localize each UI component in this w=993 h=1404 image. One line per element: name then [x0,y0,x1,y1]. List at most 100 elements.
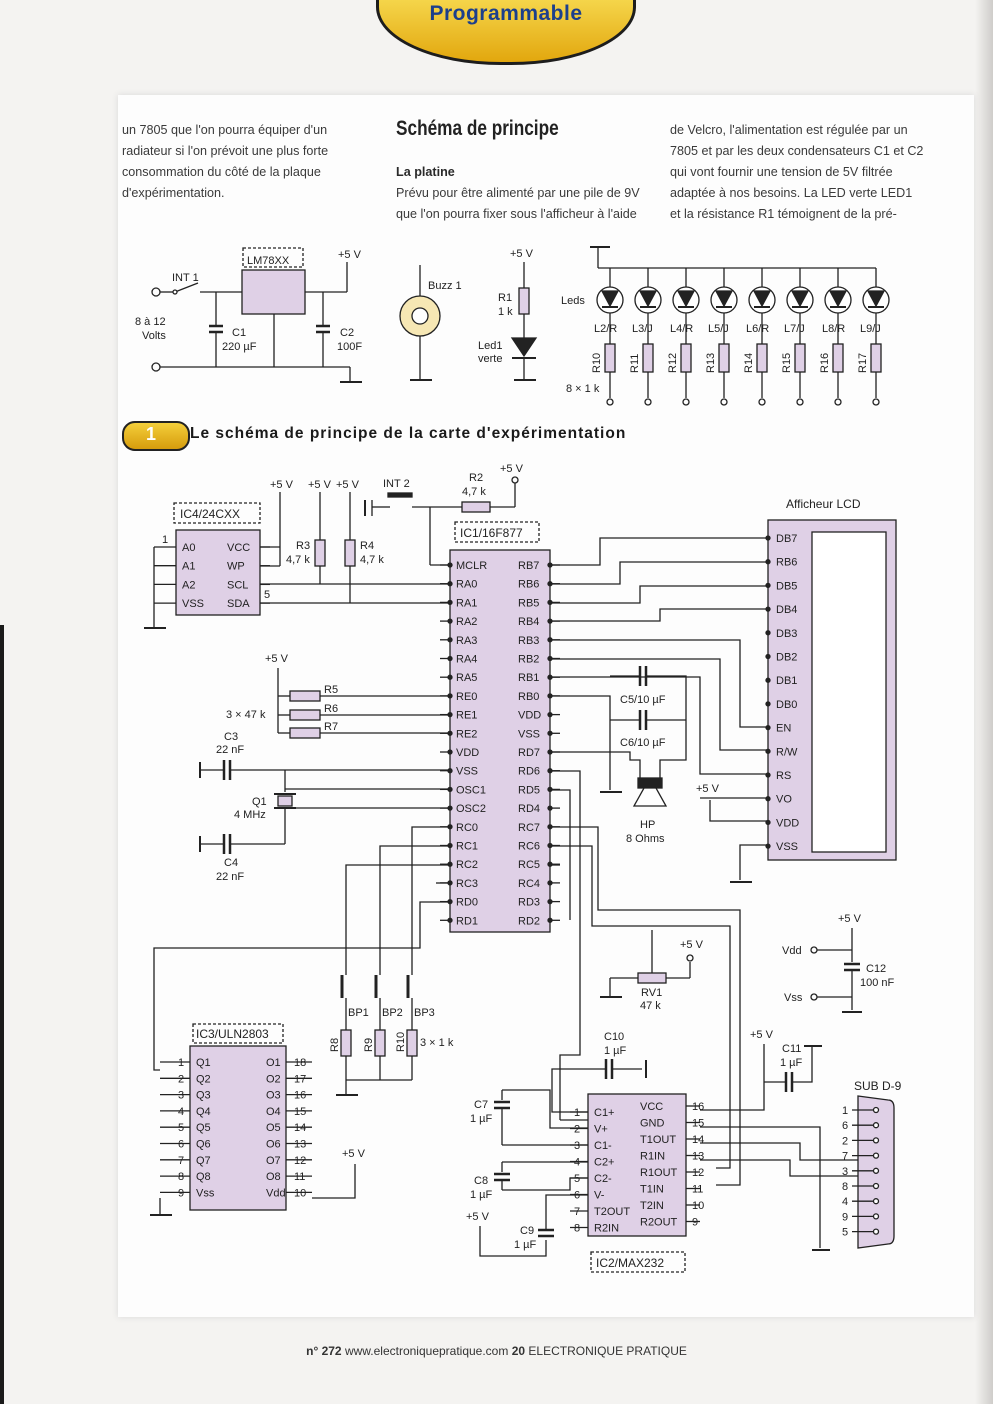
lcd-pin-11: VO [776,794,792,806]
buttons [345,826,450,965]
ic4-pin-vcc: VCC [227,542,250,554]
v5-c: +5 V [336,479,360,491]
led-name-6: L6/R [746,323,769,335]
r3-value: 4,7 k [286,554,310,566]
ic1-left-rd0: RD0 [456,897,478,909]
figure-number-badge: 1 [122,421,190,451]
r4-value: 4,7 k [360,554,384,566]
ic1-right-rd4: RD4 [518,803,540,815]
ic2-lpin-2: 2 [574,1124,580,1136]
c4-label: C4 [224,857,238,869]
ic3-label: IC3/ULN2803 [196,1027,269,1041]
lcd-pin-8: EN [776,723,791,735]
ic4-pin5: 5 [264,589,270,601]
ic3-left-q8: Q8 [196,1171,211,1183]
button-resistor-2: R9 [363,1038,375,1052]
ic2-left-4: C2- [594,1173,612,1185]
figure-caption: Le schéma de principe de la carte d'expé… [190,425,627,442]
ic1-right-rc6: RC6 [518,841,540,853]
ic3-left-q4: Q4 [196,1106,211,1118]
ic1-left-ra0: RA0 [456,579,477,591]
c3-label: C3 [224,731,238,743]
v5-a: +5 V [270,479,294,491]
c1-label: C1 [232,327,246,339]
ic1-right-rd2: RD2 [518,915,540,927]
ic1-pins: MCLRRA0RA1RA2RA3RA4RA5RE0RE1RE2VDDVSSOSC… [440,560,560,927]
led-name-3: L3/J [632,323,653,335]
ic3-rpin-16: 16 [294,1090,306,1102]
button-resistor-3: R10 [395,1032,407,1052]
c7-label: C7 [474,1099,488,1111]
ic1-pic16f877: IC1/16F877 [449,521,551,933]
hp-value: 8 Ohms [626,833,665,845]
ic4-pin-scl: SCL [227,579,248,591]
ic1-left-ra4: RA4 [456,654,477,666]
led1-label: Led1 [478,340,502,352]
c12-label: C12 [866,963,886,975]
article-column-2: La platine Prévu pour être alimenté par … [396,162,652,225]
ic3-left-vss: Vss [196,1187,215,1199]
v5-ic3: +5 V [342,1148,366,1160]
page-footer: n° 272 www.electroniquepratique.com 20 E… [0,1344,993,1358]
led-array: L2/RR10L3/JR11L4/RR12L5/JR13L6/RR14L7/JR… [591,268,890,406]
ic3-rpin-10: 10 [294,1187,306,1199]
ic3-rpin-14: 14 [294,1122,306,1134]
re-resistors: +5 V R5 R6 R7 3 × 47 k [226,653,450,739]
ic4-label: IC4/24CXX [180,507,240,521]
ic3-lpin-2: 2 [178,1073,184,1085]
vdd-label: Vdd [782,945,802,957]
c2-label: C2 [340,327,354,339]
r4-label: R4 [360,540,374,552]
subd-pin-7: 7 [842,1151,848,1163]
led1-color: verte [478,353,502,365]
led-bar: Leds 8 × 1 k [561,246,876,395]
ic1-label: IC1/16F877 [460,526,523,540]
c2-value: 100F [337,341,362,353]
ic1-left-rd1: RD1 [456,915,478,927]
ic1-right-rb7: RB7 [518,560,539,572]
vss-label: Vss [784,992,803,1004]
oscillator: C3 22 nF Q1 4 MHz C4 22 nF [199,731,450,883]
power-supply: INT 1 8 à 12 Volts LM78XX +5 V C1 220 µF… [135,247,362,383]
v5-b: +5 V [308,479,332,491]
page-gutter-shadow [975,0,993,1404]
article-subheading: La platine [396,165,455,179]
r2-value: 4,7 k [462,486,486,498]
subd-pin-6: 6 [842,1120,848,1132]
led-resistor-10: R10 [591,353,603,373]
led-name-7: L7/J [784,323,805,335]
led-resistor-13: R13 [705,353,717,373]
c9-value: 1 µF [514,1239,537,1251]
buzzer: Buzz 1 [399,265,462,381]
r6-label: R6 [324,703,338,715]
decoupling: +5 V Vdd Vss C12 100 nF [782,913,895,1013]
subd-pin-1: 1 [842,1105,848,1117]
ic4-pin-vss: VSS [182,598,204,610]
button-resistor-1: R8 [329,1038,341,1052]
re-resistor-value: 3 × 47 k [226,709,266,721]
ic3-left-q3: Q3 [196,1090,211,1102]
ic1-right-vdd: VDD [518,710,541,722]
subd-pin-3: 3 [842,1166,848,1178]
c7-value: 1 µF [470,1113,493,1125]
ic2-right-7: R2OUT [640,1217,678,1229]
ic1-left-mclr: MCLR [456,560,487,572]
ic3-right-vdd: Vdd [266,1187,286,1199]
ic4-pin-a1: A1 [182,561,195,573]
subd-pin-5: 5 [842,1227,848,1239]
ic3-wires [153,901,450,1071]
ic1-right-rb4: RB4 [518,616,539,628]
ic1-left-rc3: RC3 [456,878,478,890]
c4-value: 22 nF [216,871,244,883]
v5-re: +5 V [265,653,289,665]
r7-label: R7 [324,721,338,733]
v5-c11: +5 V [750,1029,774,1041]
ic3-lpin-5: 5 [178,1122,184,1134]
ic1-right-rd6: RD6 [518,766,540,778]
ic2-right-4: R1OUT [640,1167,678,1179]
ic3-rpin-13: 13 [294,1139,306,1151]
ic2-left-2: C1- [594,1140,612,1152]
led-resistor-15: R15 [781,353,793,373]
